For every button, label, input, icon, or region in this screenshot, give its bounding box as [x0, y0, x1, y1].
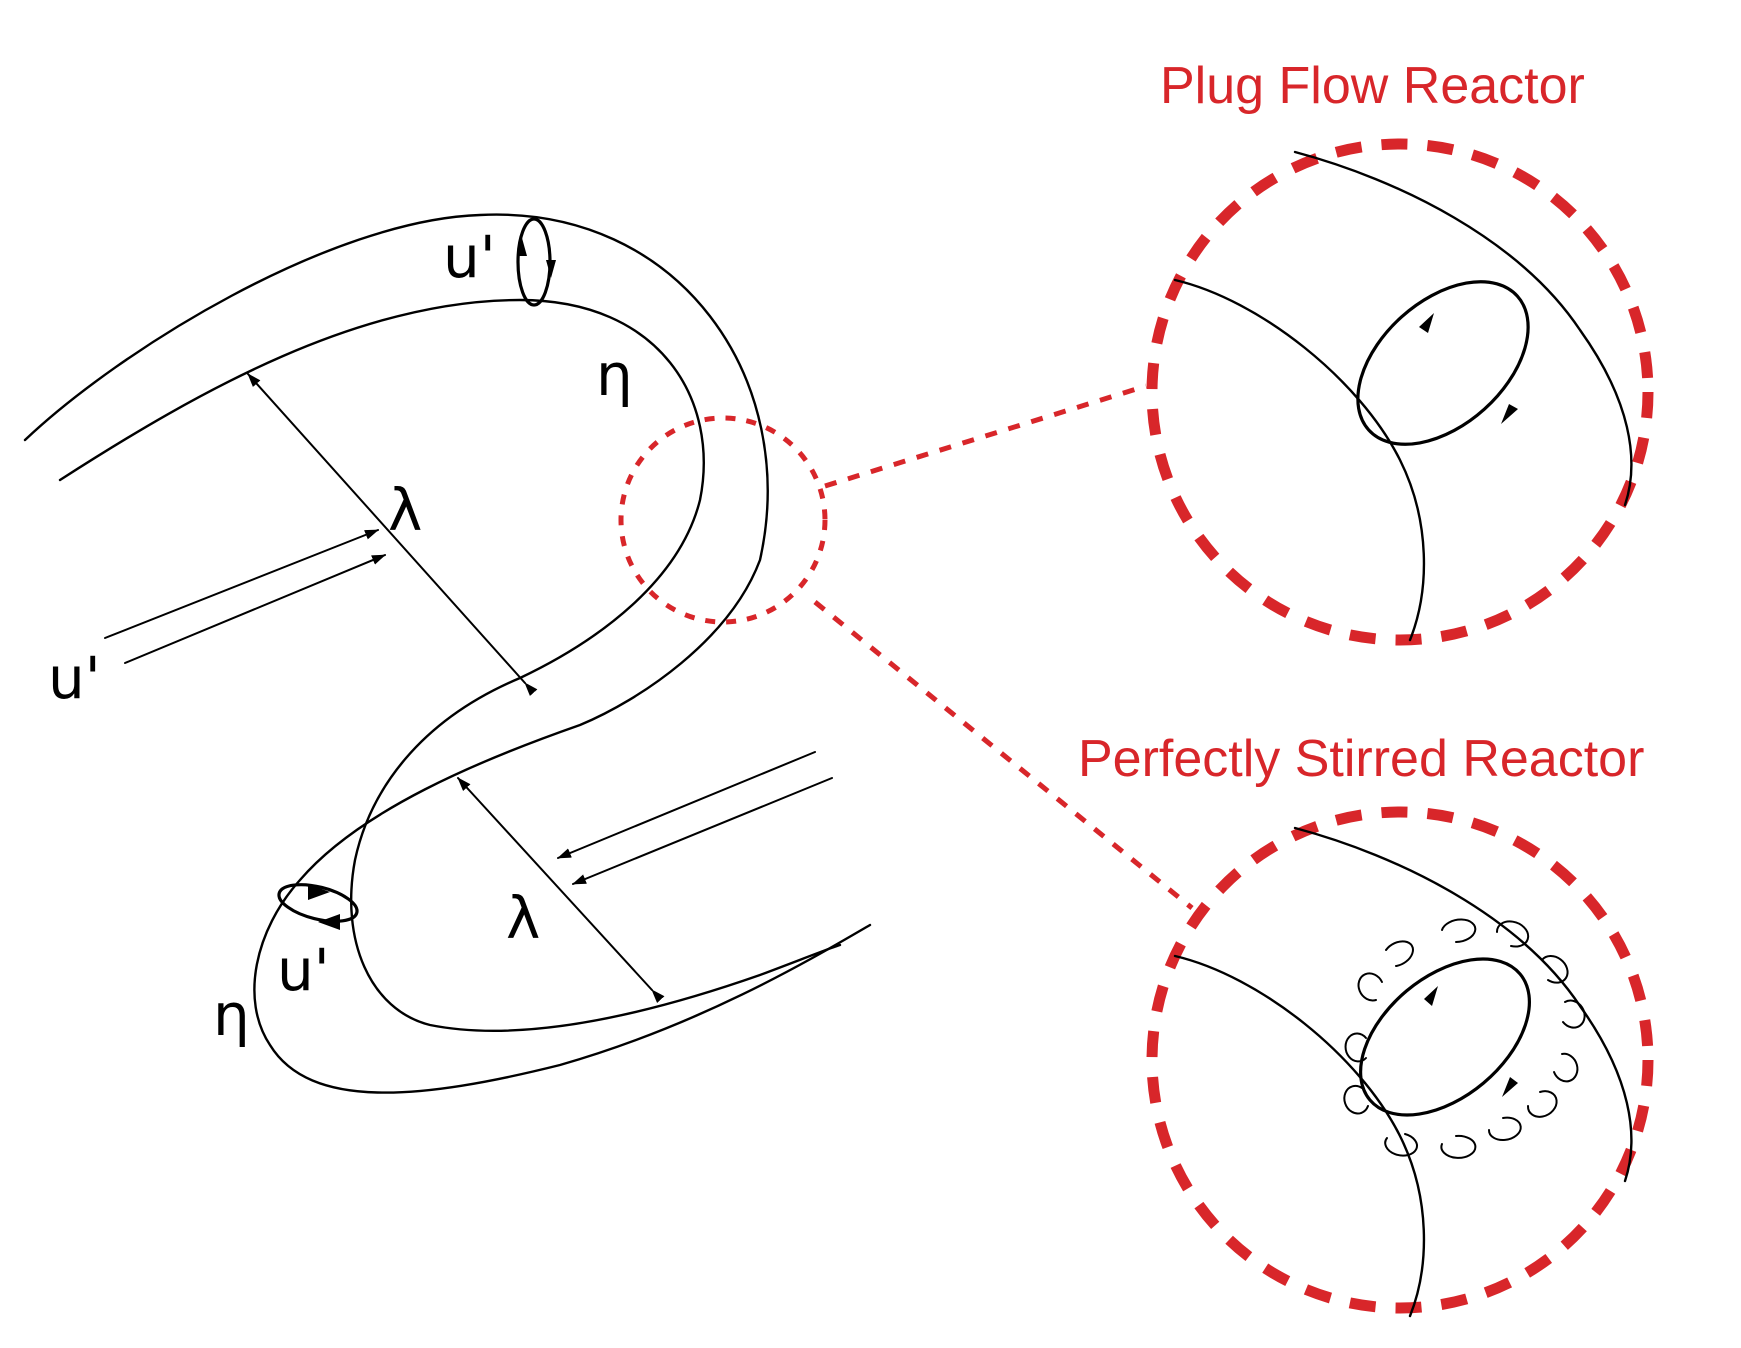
u-arrow-right-1 — [557, 751, 816, 859]
psr-ring-arrow-up — [1424, 986, 1438, 1006]
small-eddy — [1562, 999, 1586, 1029]
psr-circle — [1146, 806, 1654, 1314]
small-eddy — [1343, 1084, 1369, 1115]
lambda-upper-arrow — [247, 373, 538, 697]
u-prime-label-bottom: u' — [277, 936, 330, 1004]
u-arrow-right-2 — [572, 777, 833, 885]
small-eddy — [1541, 955, 1569, 984]
u-arrow-left-1 — [104, 529, 379, 639]
bottom-eddy — [277, 883, 359, 930]
plug-flow-outer-wall — [1293, 150, 1633, 507]
plug-flow-inner-wall — [1173, 278, 1426, 642]
psr-title: Perfectly Stirred Reactor — [1078, 730, 1644, 788]
small-eddy — [1357, 972, 1383, 1002]
lambda-label-lower: λ — [506, 884, 540, 952]
psr-inset — [1146, 806, 1654, 1318]
zoom-source-circle — [618, 415, 828, 625]
tube-outer-wall — [23, 213, 872, 1094]
small-eddy — [1495, 920, 1530, 948]
lambda-label-upper: λ — [388, 476, 422, 544]
psr-small-eddies — [1343, 918, 1586, 1159]
small-eddy — [1441, 918, 1477, 943]
top-eddy-arrow-up — [517, 238, 527, 256]
tube-inner-wall — [58, 298, 842, 1033]
top-eddy-loop — [516, 217, 552, 307]
plug-flow-title: Plug Flow Reactor — [1160, 57, 1585, 115]
plug-flow-vortex-ring — [1356, 280, 1530, 446]
u-prime-label-left: u' — [48, 644, 101, 712]
small-eddy — [1553, 1052, 1579, 1083]
small-eddy — [1384, 1133, 1418, 1157]
small-eddy — [1526, 1090, 1558, 1118]
plug-flow-inset — [1146, 138, 1654, 646]
bottom-eddy-arrow-right — [308, 884, 330, 900]
psr-outer-wall — [1293, 826, 1633, 1183]
psr-inner-wall — [1173, 954, 1426, 1318]
zoom-connector-upper — [824, 383, 1147, 489]
small-eddy — [1440, 1134, 1477, 1159]
psr-vortex-ring — [1359, 957, 1531, 1117]
flame-tube — [23, 213, 872, 1094]
bottom-eddy-loop — [277, 883, 359, 923]
plug-flow-ring-arrow-up — [1419, 313, 1434, 333]
plug-flow-circle — [1146, 138, 1654, 646]
small-eddy — [1487, 1116, 1522, 1142]
bottom-eddy-arrow-left — [318, 914, 340, 930]
eta-label-upper: η — [596, 341, 633, 409]
u-prime-label-top: u' — [443, 223, 496, 291]
lambda-lower-arrow — [457, 777, 665, 1003]
small-eddy — [1385, 940, 1414, 967]
psr-ring-arrow-down — [1502, 1077, 1518, 1097]
u-arrow-left-2 — [124, 554, 386, 664]
top-eddy-arrow-down — [546, 260, 556, 278]
plug-flow-ring-arrow-down — [1501, 404, 1518, 424]
top-eddy — [516, 217, 556, 307]
zoom-connector-lower — [813, 600, 1194, 910]
eta-label-lower: η — [213, 981, 250, 1049]
small-eddy — [1344, 1032, 1367, 1063]
